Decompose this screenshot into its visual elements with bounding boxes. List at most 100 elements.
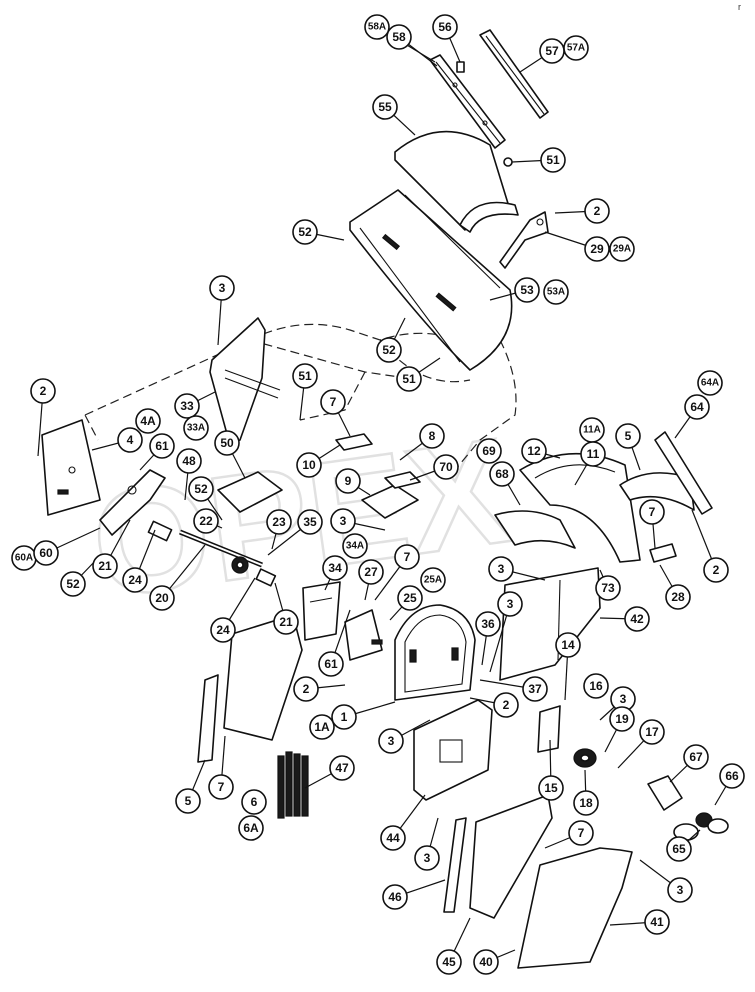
callout-label: 20	[155, 591, 169, 605]
callout-label: 24	[216, 623, 230, 637]
callout-label: 68	[495, 467, 509, 481]
callout-circle	[568, 820, 594, 846]
callout-60: 60	[33, 540, 59, 566]
callout-label: 36	[481, 617, 495, 631]
callout-29: 29	[584, 236, 610, 262]
callout-51: 51	[540, 147, 566, 173]
callout-label: 3	[498, 562, 505, 576]
callout-label: 61	[155, 439, 169, 453]
callout-53A: 53A	[543, 279, 569, 305]
callout-label: 1	[341, 710, 348, 724]
callout-label: 5	[185, 794, 192, 808]
callout-circle	[273, 609, 299, 635]
part-67-flange	[647, 775, 683, 811]
callout-circle	[475, 611, 501, 637]
callout-label: 52	[194, 482, 208, 496]
callout-label: 21	[98, 559, 112, 573]
callout-66: 66	[719, 763, 745, 789]
callout-circle	[683, 744, 709, 770]
callout-circle	[378, 728, 404, 754]
callout-label: 34	[328, 561, 342, 575]
callout-circle	[609, 706, 635, 732]
callout-label: 23	[272, 515, 286, 529]
part-40-lower-panel	[517, 847, 633, 969]
part-34-plate	[302, 581, 341, 641]
callout-label: 2	[40, 384, 47, 398]
callout-2: 2	[293, 676, 319, 702]
callout-33A: 33A	[183, 415, 209, 441]
callout-circle	[609, 236, 635, 262]
callout-circle	[60, 571, 86, 597]
callout-circle	[342, 533, 368, 559]
callout-label: 2	[303, 682, 310, 696]
callout-label: 69	[482, 444, 496, 458]
callout-label: 34A	[346, 541, 364, 552]
callout-label: 25A	[424, 575, 442, 586]
callout-label: 27	[364, 565, 378, 579]
callout-label: 18	[579, 796, 593, 810]
corner-mark: r	[738, 2, 741, 12]
callout-55: 55	[372, 94, 398, 120]
callout-40: 40	[473, 949, 499, 975]
callout-circle	[296, 452, 322, 478]
callout-label: 22	[199, 514, 213, 528]
callout-25: 25	[397, 585, 423, 611]
callout-label: 28	[671, 590, 685, 604]
callout-label: 6A	[243, 821, 259, 835]
callout-2: 2	[30, 378, 56, 404]
callout-52: 52	[292, 219, 318, 245]
part-64-rail	[654, 431, 713, 515]
callout-circle	[183, 415, 209, 441]
phantom-frame-outline	[84, 323, 517, 471]
callout-circle	[149, 585, 175, 611]
callout-label: 35	[303, 515, 317, 529]
callout-46: 46	[382, 884, 408, 910]
callout-label: 3	[620, 692, 627, 706]
callout-20: 20	[149, 585, 175, 611]
callout-label: 51	[402, 372, 416, 386]
callout-11A: 11A	[579, 417, 605, 443]
callout-label: 14	[561, 638, 575, 652]
callout-7: 7	[639, 499, 665, 525]
part-46-strip	[443, 817, 467, 913]
part-44-lower-panel	[413, 699, 493, 801]
callout-label: 64A	[701, 378, 719, 389]
callout-label: 67	[689, 750, 703, 764]
callout-7: 7	[394, 544, 420, 570]
callout-label: 7	[404, 550, 411, 564]
callout-label: 60	[39, 546, 53, 560]
callout-circle	[697, 370, 723, 396]
callout-7: 7	[568, 820, 594, 846]
callout-circle	[540, 147, 566, 173]
part-11-shroud	[519, 452, 641, 563]
callout-label: 7	[649, 505, 656, 519]
callout-circle	[583, 673, 609, 699]
callout-circle	[497, 591, 523, 617]
callout-circle	[396, 366, 422, 392]
callout-circle	[639, 499, 665, 525]
callout-2: 2	[493, 692, 519, 718]
callout-21: 21	[92, 553, 118, 579]
callout-circle	[473, 949, 499, 975]
part-28-bracket	[649, 543, 677, 563]
part-5-strip-right	[619, 472, 695, 511]
callout-24: 24	[122, 567, 148, 593]
callout-circle	[394, 544, 420, 570]
callout-58A: 58A	[364, 14, 390, 40]
callout-circle	[595, 575, 621, 601]
callout-circle	[667, 877, 693, 903]
callout-67: 67	[683, 744, 709, 770]
callout-44: 44	[380, 825, 406, 851]
callout-circle	[309, 714, 335, 740]
callout-label: 16	[589, 679, 603, 693]
part-33-side-plate	[209, 317, 281, 446]
callout-label: 33	[180, 399, 194, 413]
callout-label: 11A	[583, 425, 601, 436]
callout-circle	[174, 393, 200, 419]
callout-circle	[493, 692, 519, 718]
callout-42: 42	[624, 606, 650, 632]
callout-35: 35	[297, 509, 323, 535]
callout-label: 2	[713, 563, 720, 577]
callout-label: 46	[388, 890, 402, 904]
callout-circle	[149, 433, 175, 459]
